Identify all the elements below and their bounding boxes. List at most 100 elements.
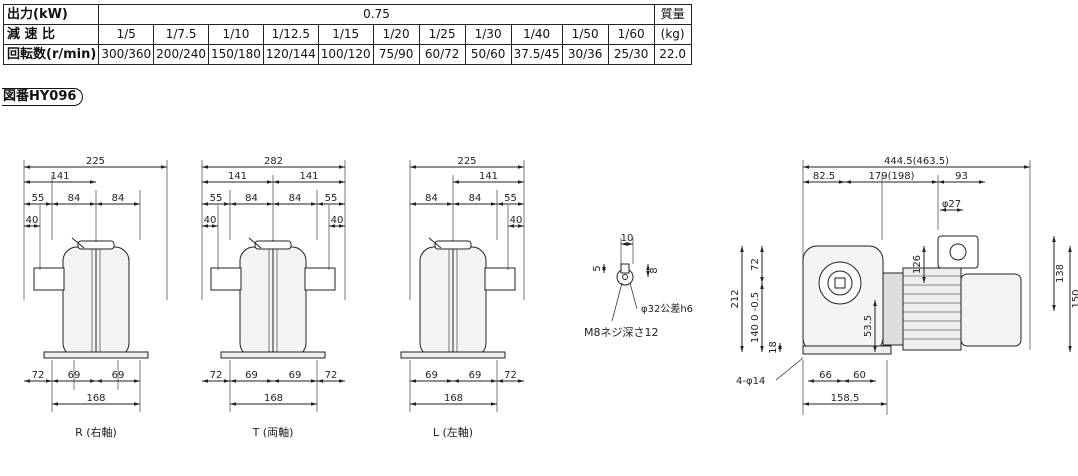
dimension-label: 93 <box>955 171 968 182</box>
dimension-label: 72 <box>325 370 338 381</box>
dimension-label: 69 <box>425 370 438 381</box>
terminal-box <box>937 235 979 269</box>
gearbox-top <box>434 240 472 250</box>
output-shaft <box>827 270 853 296</box>
outline-line <box>71 237 85 249</box>
dimension-label: 55 <box>325 193 338 204</box>
dimension-label: 40 <box>26 215 39 226</box>
ratio-cell: 1/40 <box>510 24 563 45</box>
speed-cell: 60/72 <box>418 44 466 65</box>
dimension-label: 225 <box>457 156 476 167</box>
outline-line <box>775 357 804 381</box>
shaft-left <box>210 267 242 291</box>
speed-cell: 37.5/45 <box>510 44 563 65</box>
dimension-label: 55 <box>32 193 45 204</box>
shaft-right <box>304 267 336 291</box>
shaft-left <box>33 267 65 291</box>
speed-cell: 200/240 <box>153 44 210 65</box>
gearbox-base <box>43 351 149 359</box>
dimension-label: 69 <box>68 370 81 381</box>
motor-flange <box>882 272 904 346</box>
shaft-bore <box>834 277 846 289</box>
speed-label: 回転数(r/min) <box>2 44 100 65</box>
gearbox-base <box>220 351 326 359</box>
dimension-label: R (右軸) <box>75 425 117 439</box>
mass-value: 22.0 <box>653 44 692 65</box>
dimension-label: 140 0 -0.5 <box>750 292 761 343</box>
dimension-label: 168 <box>86 393 105 404</box>
dimension-label: 72 <box>750 258 761 271</box>
speed-cell: 120/144 <box>262 44 319 65</box>
shaft-key <box>620 263 630 274</box>
ratio-cell: 1/7.5 <box>153 24 210 45</box>
dimension-label: 168 <box>444 393 463 404</box>
dimension-label: 225 <box>86 156 105 167</box>
speed-cell: 50/60 <box>464 44 512 65</box>
dimension-label: 55 <box>210 193 223 204</box>
dimension-label: 4-φ14 <box>736 376 765 387</box>
dimension-label: M8ネジ深さ12 <box>584 326 659 339</box>
gearbox-top <box>77 240 115 250</box>
dimension-label: 168 <box>264 393 283 404</box>
dimension-label: 60 <box>853 370 866 381</box>
figure-label: 図番HY096 <box>2 88 84 106</box>
dimension-label: 72 <box>210 370 223 381</box>
dimension-label: 40 <box>510 215 523 226</box>
dimension-label: 69 <box>112 370 125 381</box>
dimension-label: 84 <box>112 193 125 204</box>
dimension-label: 126 <box>912 255 923 274</box>
ratio-cell: 1/20 <box>372 24 420 45</box>
dimension-label: 138 <box>1055 264 1066 283</box>
dimension-label: 158.5 <box>831 393 860 404</box>
motor-cover <box>960 273 1022 347</box>
dimension-label: 5 <box>592 265 603 271</box>
dimension-label: 40 <box>204 215 217 226</box>
tap-hole <box>622 274 628 280</box>
dimension-label: 150 <box>1071 289 1078 308</box>
dimension-label: 212 <box>730 289 741 308</box>
gearbox-top <box>254 240 292 250</box>
dimension-label: 82.5 <box>813 171 835 182</box>
speed-cell: 100/120 <box>317 44 374 65</box>
dimension-label: 444.5(463.5) <box>884 156 949 167</box>
mass-unit: (kg) <box>653 24 692 45</box>
speed-cell: 300/360 <box>98 44 155 65</box>
dimension-label: 55 <box>504 193 517 204</box>
outline-line <box>629 282 638 310</box>
dimension-label: L (左軸) <box>433 425 473 439</box>
dimension-label: 84 <box>425 193 438 204</box>
dimension-label: φ27 <box>942 199 961 210</box>
outline-line <box>611 282 623 322</box>
dimension-label: 72 <box>504 370 517 381</box>
dimension-label: 69 <box>469 370 482 381</box>
dimension-label: 18 <box>768 341 779 354</box>
dimension-label: 141 <box>299 171 318 182</box>
dimension-label: 8 <box>649 267 660 273</box>
gearbox-base <box>400 351 506 359</box>
side-base <box>802 345 892 355</box>
dimension-label: 84 <box>245 193 258 204</box>
dimension-label: T (両軸) <box>252 425 294 439</box>
dimension-label: 10 <box>621 233 634 244</box>
dimension-label: 141 <box>479 171 498 182</box>
outline-line <box>428 237 442 249</box>
dimension-label: 53.5 <box>863 315 874 337</box>
dimension-label: 282 <box>264 156 283 167</box>
dimension-label: 66 <box>819 370 832 381</box>
dimension-label: 84 <box>68 193 81 204</box>
dimension-label: 40 <box>331 215 344 226</box>
shaft-right <box>484 267 516 291</box>
speed-cell: 25/30 <box>607 44 655 65</box>
dimension-label: φ32公差h6 <box>641 302 693 315</box>
ratio-cell: 1/5 <box>98 24 155 45</box>
dimension-label: 141 <box>50 171 69 182</box>
